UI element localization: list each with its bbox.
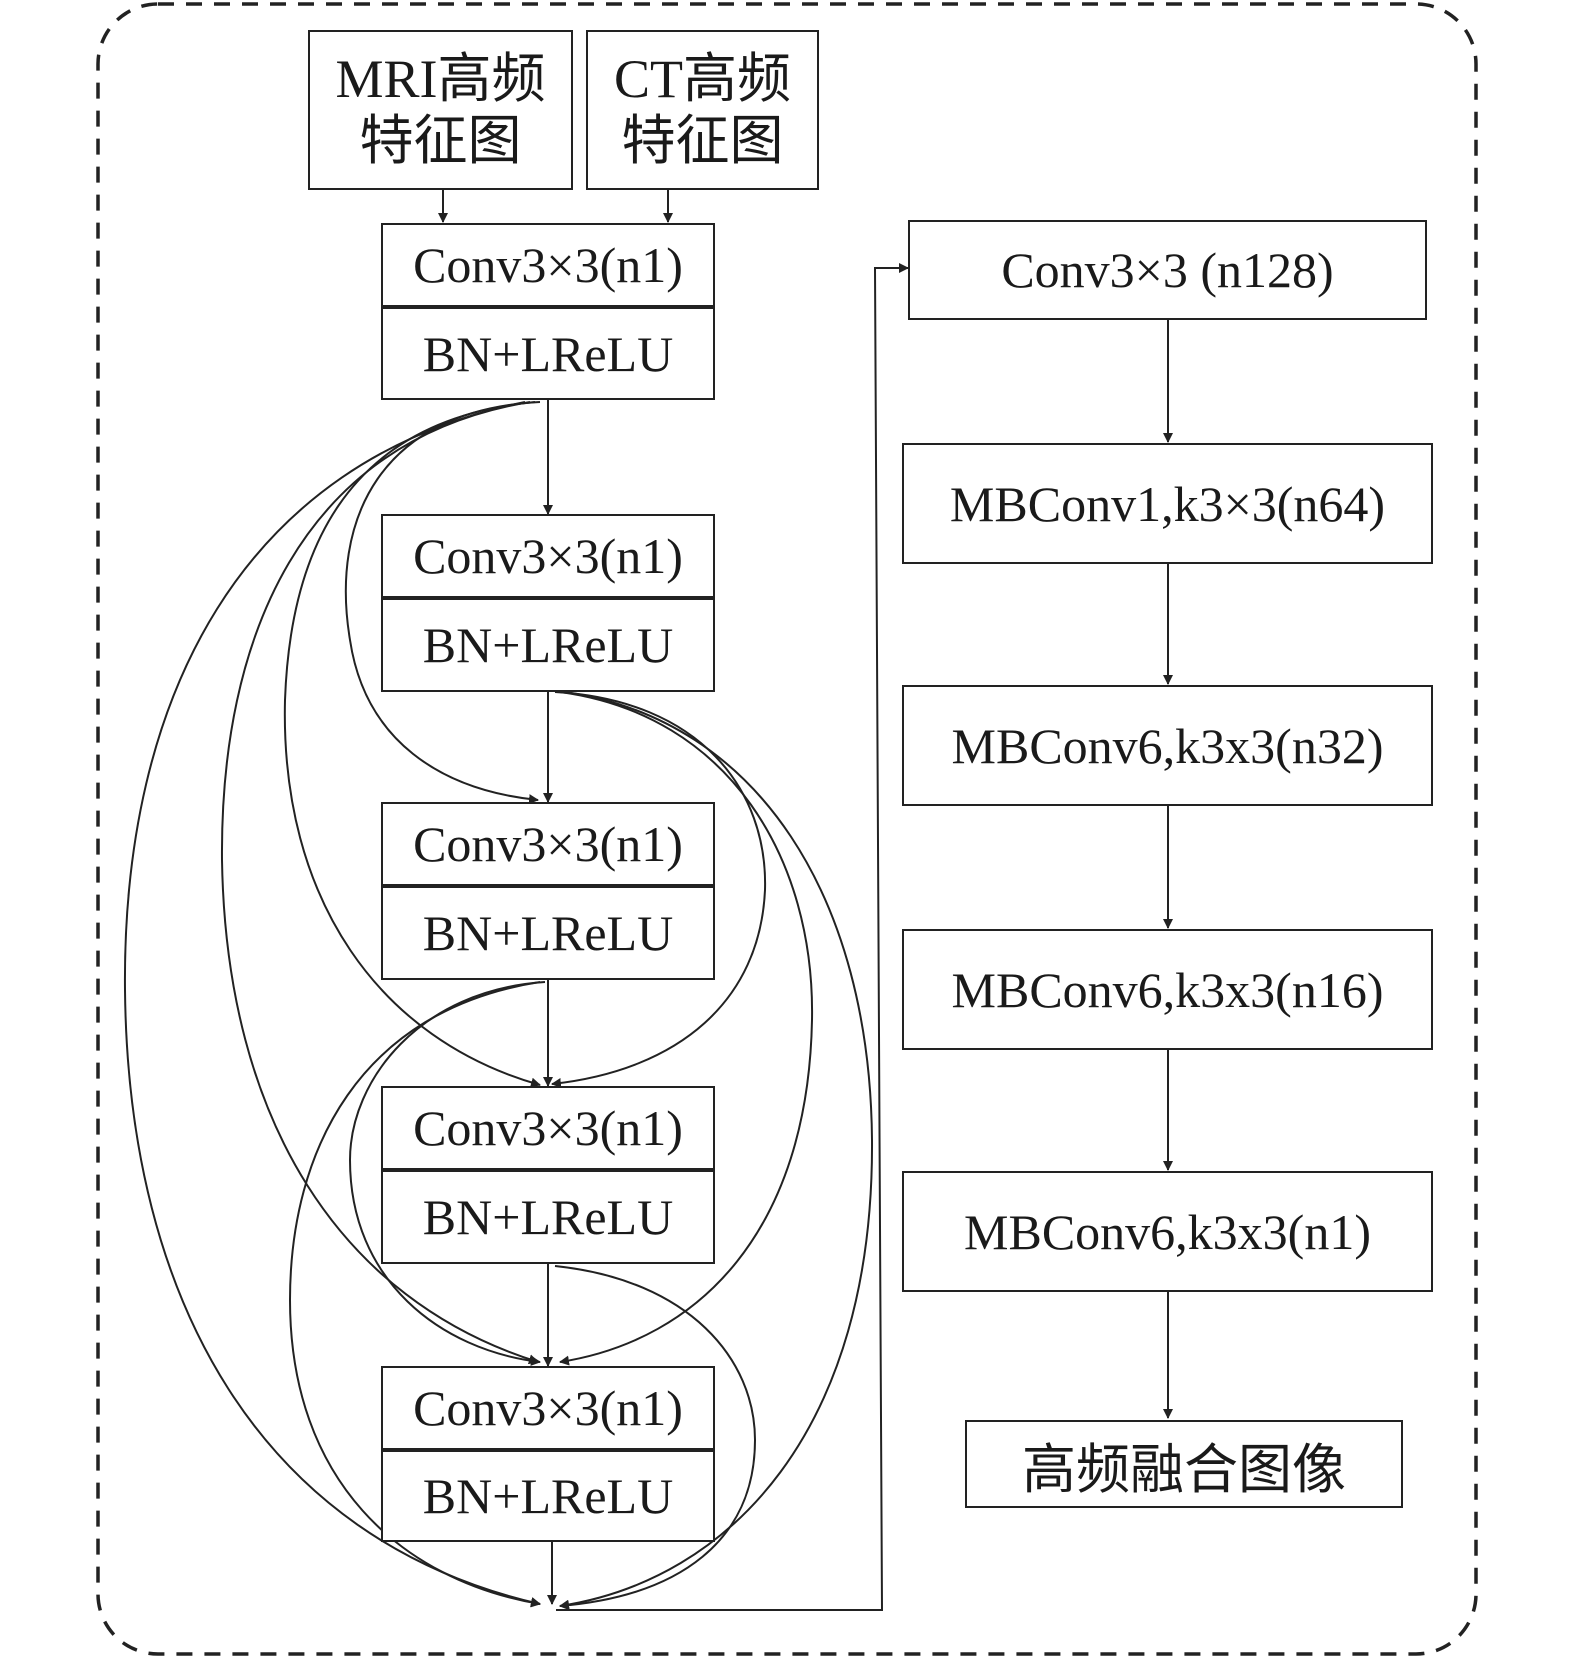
activation-layer-label: BN+LReLU <box>422 325 674 382</box>
skip-block2-to-concat <box>559 691 874 1610</box>
mbconv1-n64-box: MBConv1,k3×3(n64) <box>902 443 1433 564</box>
mbconv6-n16-box: MBConv6,k3x3(n16) <box>902 929 1433 1050</box>
mri-feature-map-label: MRI高频 特征图 <box>335 49 546 171</box>
output-image-box: 高频融合图像 <box>965 1420 1403 1508</box>
conv-layer-label: Conv3×3(n1) <box>383 1088 713 1172</box>
mbconv6-n16-label: MBConv6,k3x3(n16) <box>951 961 1384 1018</box>
mbconv6-n32-box: MBConv6,k3x3(n32) <box>902 685 1433 806</box>
skip-block2-to-block5 <box>559 691 814 1366</box>
mri-feature-map-box: MRI高频 特征图 <box>308 30 573 190</box>
skip-block2-to-block4 <box>551 691 767 1088</box>
conv128-label: Conv3×3 (n128) <box>1001 242 1334 298</box>
dashed-frame <box>96 2 1478 1656</box>
conv-layer-label: Conv3×3(n1) <box>383 225 713 309</box>
dense-block-2: Conv3×3(n1) BN+LReLU <box>381 514 715 692</box>
activation-layer-label: BN+LReLU <box>422 1468 674 1524</box>
skip-block1-to-block5 <box>220 401 539 1365</box>
dense-block-4: Conv3×3(n1) BN+LReLU <box>381 1086 715 1264</box>
mbconv6-n32-label: MBConv6,k3x3(n32) <box>951 717 1384 774</box>
mbconv1-n64-label: MBConv1,k3×3(n64) <box>949 475 1386 532</box>
activation-layer-label: BN+LReLU <box>422 905 674 961</box>
skip-block1-to-concat <box>123 401 541 1607</box>
conv128-box: Conv3×3 (n128) <box>908 220 1427 320</box>
dense-block-3: Conv3×3(n1) BN+LReLU <box>381 802 715 980</box>
activation-layer-label: BN+LReLU <box>422 617 674 673</box>
dense-block-5: Conv3×3(n1) BN+LReLU <box>381 1366 715 1542</box>
dense-block-1: Conv3×3(n1) BN+LReLU <box>381 223 715 400</box>
activation-layer-label: BN+LReLU <box>422 1189 674 1245</box>
mbconv6-n1-label: MBConv6,k3x3(n1) <box>964 1203 1371 1260</box>
conv-layer-label: Conv3×3(n1) <box>383 516 713 600</box>
skip-block1-to-block4 <box>283 401 541 1088</box>
ct-feature-map-label: CT高频 特征图 <box>613 49 791 171</box>
output-image-label: 高频融合图像 <box>1022 1439 1346 1500</box>
mbconv6-n1-box: MBConv6,k3x3(n1) <box>902 1171 1433 1292</box>
skip-block4-to-concat <box>554 1265 757 1611</box>
ct-feature-map-box: CT高频 特征图 <box>586 30 819 190</box>
arrow-concat-to-conv128 <box>556 263 909 1611</box>
conv-layer-label: Conv3×3(n1) <box>383 1368 713 1452</box>
conv-layer-label: Conv3×3(n1) <box>383 804 713 888</box>
skip-block3-to-concat <box>288 981 541 1608</box>
